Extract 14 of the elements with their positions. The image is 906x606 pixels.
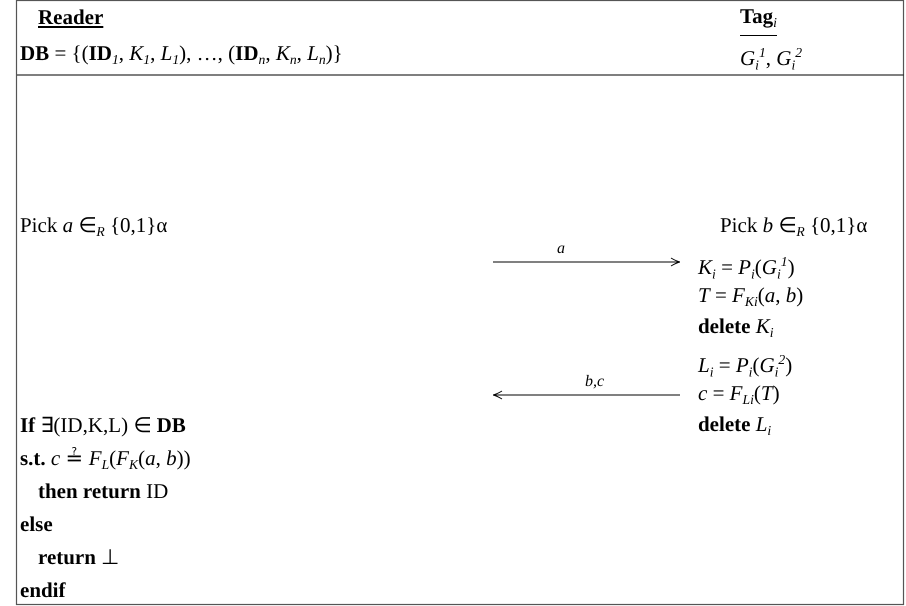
- protocol-step: s.t. c ≟ F$_{L}$(F$_{K}$(a, b)): [20, 445, 191, 478]
- protocol-step: else: [20, 511, 53, 537]
- protocol-step: delete L$_{i}$: [698, 411, 772, 444]
- protocol-step: delete K$_{i}$: [698, 313, 774, 346]
- database-definition: DB = {(ID$_{1}$, K$_{1}$, L$_{1}$), …, (ID$_{n}$, K$_{n}$, L$_{n}$)}: [20, 40, 343, 70]
- party-heading: Reader: [38, 4, 104, 30]
- protocol-step: Pick a ∈$_{R}$ {0,1}α: [20, 212, 168, 246]
- protocol-step: return ⊥: [38, 544, 120, 570]
- protocol-step: If ∃(ID,K,L) ∈ DB: [20, 412, 186, 438]
- protocol-step: then return ID: [38, 478, 168, 504]
- protocol-step: Pick b ∈$_{R}$ {0,1}α: [720, 212, 868, 246]
- party-heading: Tag$_{i}$: [740, 4, 777, 36]
- edge-label: b,c: [583, 373, 606, 391]
- protocol-step: endif: [20, 577, 66, 603]
